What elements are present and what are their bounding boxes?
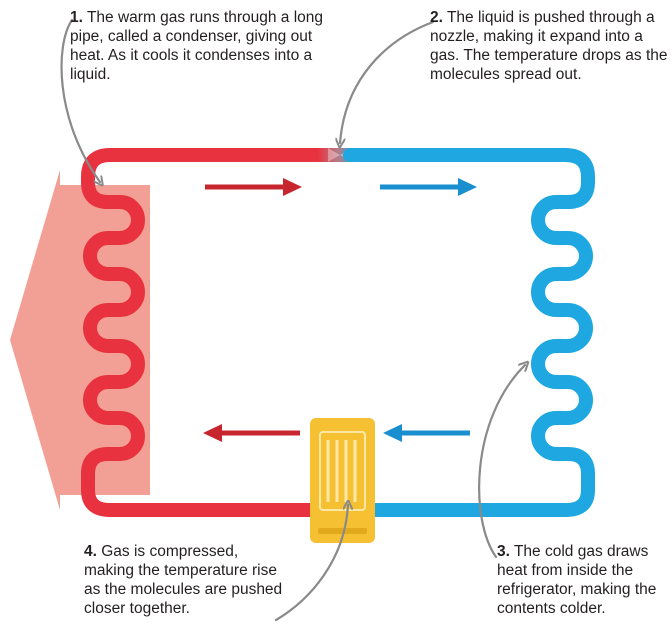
step-text-4: Gas is compressed, making the temperatur… bbox=[84, 543, 282, 617]
leader-line-3 bbox=[479, 365, 525, 557]
step-text-2: The liquid is pushed through a nozzle, m… bbox=[430, 9, 668, 83]
caption-step-4: 4. Gas is compressed, making the tempera… bbox=[84, 542, 284, 618]
step-number-3: 3. bbox=[497, 543, 510, 560]
evaporator-pipe bbox=[350, 155, 588, 510]
leader-line-2 bbox=[340, 22, 433, 143]
step-text-3: The cold gas draws heat from inside the … bbox=[497, 543, 656, 617]
caption-step-2: 2. The liquid is pushed through a nozzle… bbox=[430, 8, 671, 84]
caption-step-1: 1. The warm gas runs through a long pipe… bbox=[70, 8, 345, 84]
step-number-1: 1. bbox=[70, 9, 83, 26]
flow-arrow-bottom-cold bbox=[383, 424, 470, 442]
flow-arrow-bottom-hot bbox=[203, 424, 300, 442]
step-number-2: 2. bbox=[430, 9, 443, 26]
caption-step-3: 3. The cold gas draws heat from inside t… bbox=[497, 542, 671, 618]
step-text-1: The warm gas runs through a long pipe, c… bbox=[70, 9, 323, 83]
flow-arrow-top-cold bbox=[380, 178, 477, 196]
flow-arrow-top-hot bbox=[205, 178, 302, 196]
step-number-4: 4. bbox=[84, 543, 97, 560]
compressor-icon bbox=[310, 418, 375, 543]
